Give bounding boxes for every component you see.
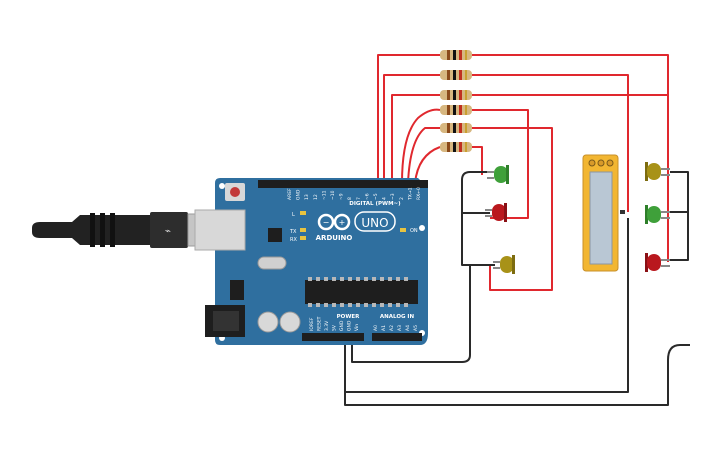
on-label: ON	[410, 228, 418, 234]
resistor-6[interactable]	[440, 142, 472, 152]
analog-label: ANALOG IN	[380, 314, 415, 320]
pin-label: GND	[347, 320, 353, 331]
pin-label: 4	[382, 197, 388, 200]
pin-label: A0	[373, 325, 379, 331]
black-wires[interactable]	[344, 171, 690, 406]
sensor-pin-1	[588, 159, 596, 167]
pin-label: 8	[347, 197, 353, 200]
usb-cable[interactable]: ⌁	[32, 212, 215, 248]
pin-label: ~11	[321, 190, 327, 200]
pin-label: ~6	[364, 193, 370, 200]
uno-label: UNO	[361, 216, 388, 230]
digital-label: DIGITAL (PWM~)	[349, 201, 401, 207]
pin-label: A4	[405, 325, 411, 331]
pin-label: A5	[413, 325, 419, 331]
analog-header[interactable]	[372, 333, 422, 341]
resistor-2[interactable]	[440, 70, 472, 80]
led-green-2[interactable]	[645, 205, 670, 224]
usb-port	[194, 209, 246, 251]
atmega-chip	[305, 280, 418, 304]
pin-label: GND	[339, 320, 345, 331]
pin-label: A2	[389, 325, 395, 331]
capacitor-1	[257, 311, 279, 333]
pin-label: Vin	[354, 324, 360, 331]
pin-label: 2	[399, 197, 405, 200]
led-olive-2[interactable]	[645, 162, 670, 181]
sensor-strip	[589, 171, 613, 265]
pin-label: 7	[356, 197, 362, 200]
pin-label: ~10	[330, 190, 336, 200]
pin-label: 5V	[332, 324, 338, 331]
usb-icon: ⌁	[165, 226, 171, 237]
tx-label: TX	[289, 229, 297, 235]
resistor-4[interactable]	[440, 105, 472, 115]
capacitor-2	[279, 311, 301, 333]
power-label: POWER	[337, 314, 361, 320]
pin-label: ~5	[373, 193, 379, 200]
svg-text:+: +	[339, 218, 346, 227]
pin-label: RX←0	[416, 187, 422, 200]
pin-label: A3	[397, 325, 403, 331]
resistor-3[interactable]	[440, 90, 472, 100]
sensor-pin-3	[606, 159, 614, 167]
l-label: L	[292, 212, 295, 218]
pin-label: ~3	[390, 193, 396, 200]
led-red-2[interactable]	[645, 253, 670, 272]
pin-label: 12	[313, 194, 319, 200]
digital-header[interactable]	[258, 180, 428, 188]
pin-label: TX→1	[407, 187, 413, 201]
pin-label: A1	[381, 325, 387, 331]
pin-label: 13	[304, 194, 310, 200]
pin-label: 3.3V	[324, 320, 330, 331]
brand-label: ARDUINO	[316, 234, 353, 242]
pin-label: GND	[296, 189, 302, 200]
pin-label: ~9	[339, 193, 345, 200]
led-red-1[interactable]	[485, 203, 507, 222]
crystal	[257, 256, 287, 270]
voltage-regulator	[230, 280, 244, 300]
uno-badge	[354, 211, 396, 232]
sensor-pin-2	[597, 159, 605, 167]
arduino-board[interactable]: − +	[194, 178, 428, 345]
power-header[interactable]	[302, 333, 364, 341]
svg-text:−: −	[323, 218, 330, 227]
resistor-5[interactable]	[440, 123, 472, 133]
flex-sensor[interactable]	[582, 154, 625, 272]
pin-label: AREF	[287, 188, 293, 200]
pin-label: RESET	[317, 316, 323, 331]
resistor-1[interactable]	[440, 50, 472, 60]
rx-label: RX	[290, 237, 297, 243]
pin-label: IOREF	[309, 317, 315, 331]
led-green-1[interactable]	[487, 165, 509, 184]
led-olive-1[interactable]	[493, 255, 515, 274]
arduino-logo: − +	[317, 213, 351, 231]
